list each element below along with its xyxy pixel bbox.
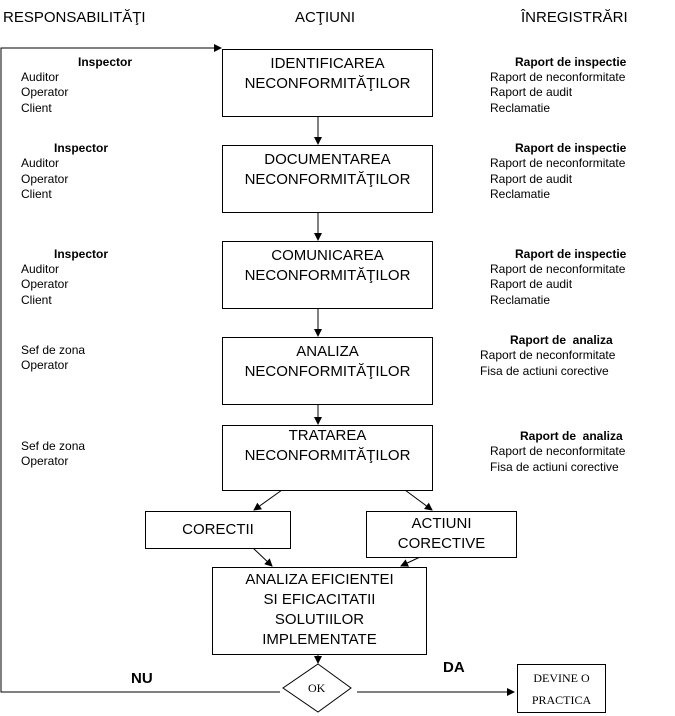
yes-label: DA <box>443 659 465 676</box>
record-item: Fisa de actiuni corective <box>490 460 619 474</box>
box-line: IMPLEMENTATE <box>262 631 377 648</box>
record-item: Raport de audit <box>490 172 573 186</box>
record-primary: Raport de analiza <box>510 333 613 347</box>
step-line: COMUNICAREA <box>271 247 384 264</box>
box-line: SI EFICACITATII <box>263 591 376 608</box>
decision-label: OK <box>308 681 326 695</box>
corrections-box: CORECTII <box>145 511 291 549</box>
arrow-to-corrections <box>253 489 283 511</box>
responsible-item: Sef de zona <box>21 343 86 357</box>
responsible-item: Operator <box>21 454 69 468</box>
box-line: SOLUTIILOR <box>274 611 365 628</box>
step-treat: TRATAREA NECONFORMITĂŢILOR <box>222 425 433 491</box>
box-line: ANALIZA EFICIENTEI <box>245 571 394 588</box>
decision-diamond <box>282 663 352 713</box>
responsible-item: Operator <box>21 358 69 372</box>
record-item: Raport de neconformitate <box>480 348 616 362</box>
effectiveness-analysis-box: ANALIZA EFICIENTEI SI EFICACITATII SOLUT… <box>212 567 427 655</box>
step-line: TRATAREA <box>288 427 367 444</box>
responsible-item: Client <box>21 293 52 307</box>
step-line: NECONFORMITĂŢILOR <box>244 171 411 188</box>
step-line: NECONFORMITĂŢILOR <box>244 363 411 380</box>
record-primary: Raport de analiza <box>520 429 623 443</box>
step-line: IDENTIFICAREA <box>270 55 385 72</box>
corrections-label: CORECTII <box>182 521 254 538</box>
step-line: NECONFORMITĂŢILOR <box>244 267 411 284</box>
responsible-item: Client <box>21 101 52 115</box>
responsible-item: Operator <box>21 85 69 99</box>
arrow-actions-to-analysis <box>400 556 421 567</box>
record-primary: Raport de inspectie <box>515 247 627 261</box>
record-item: Raport de neconformitate <box>490 156 626 170</box>
box-line: DEVINE O <box>533 670 590 685</box>
header-responsibilities: RESPONSABILITĂŢI <box>3 9 146 26</box>
step-analyze: ANALIZA NECONFORMITĂŢILOR <box>222 337 433 405</box>
arrow-corrections-to-analysis <box>252 547 273 567</box>
outcome-box: DEVINE O PRACTICA <box>517 664 606 713</box>
record-item: Raport de neconformitate <box>490 262 626 276</box>
record-item: Reclamatie <box>490 101 551 115</box>
record-item: Reclamatie <box>490 293 551 307</box>
header-actions: ACŢIUNI <box>295 9 355 26</box>
record-item: Fisa de actiuni corective <box>480 364 609 378</box>
box-line: ACTIUNI <box>411 515 472 532</box>
step-document: DOCUMENTAREA NECONFORMITĂŢILOR <box>222 145 433 213</box>
step-identify: IDENTIFICAREA NECONFORMITĂŢILOR <box>222 49 433 117</box>
step-line: DOCUMENTAREA <box>264 151 391 168</box>
feedback-loop-line <box>0 44 280 693</box>
record-item: Raport de audit <box>490 277 573 291</box>
responsible-item: Operator <box>21 172 69 186</box>
step-line: ANALIZA <box>296 343 359 360</box>
record-item: Raport de audit <box>490 85 573 99</box>
record-primary: Raport de inspectie <box>515 141 627 155</box>
responsible-item: Auditor <box>21 156 60 170</box>
header-records: ÎNREGISTRĂRI <box>521 9 628 26</box>
record-item: Reclamatie <box>490 187 551 201</box>
responsible-primary: Inspector <box>78 55 133 69</box>
no-label: NU <box>131 670 153 687</box>
responsible-item: Auditor <box>21 262 60 276</box>
responsible-primary: Inspector <box>54 141 109 155</box>
record-item: Raport de neconformitate <box>490 70 626 84</box>
responsible-item: Operator <box>21 277 69 291</box>
box-line: CORECTIVE <box>397 535 486 552</box>
step-line: NECONFORMITĂŢILOR <box>244 75 411 92</box>
responsible-item: Client <box>21 187 52 201</box>
step-communicate: COMUNICAREA NECONFORMITĂŢILOR <box>222 241 433 309</box>
record-item: Raport de neconformitate <box>490 444 626 458</box>
responsible-primary: Inspector <box>54 247 109 261</box>
responsible-item: Auditor <box>21 70 60 84</box>
step-line: NECONFORMITĂŢILOR <box>244 447 411 464</box>
corrective-actions-box: ACTIUNI CORECTIVE <box>366 511 517 558</box>
arrow-to-actions <box>404 489 433 511</box>
record-primary: Raport de inspectie <box>515 55 627 69</box>
responsible-item: Sef de zona <box>21 439 86 453</box>
box-line: PRACTICA <box>531 692 592 707</box>
